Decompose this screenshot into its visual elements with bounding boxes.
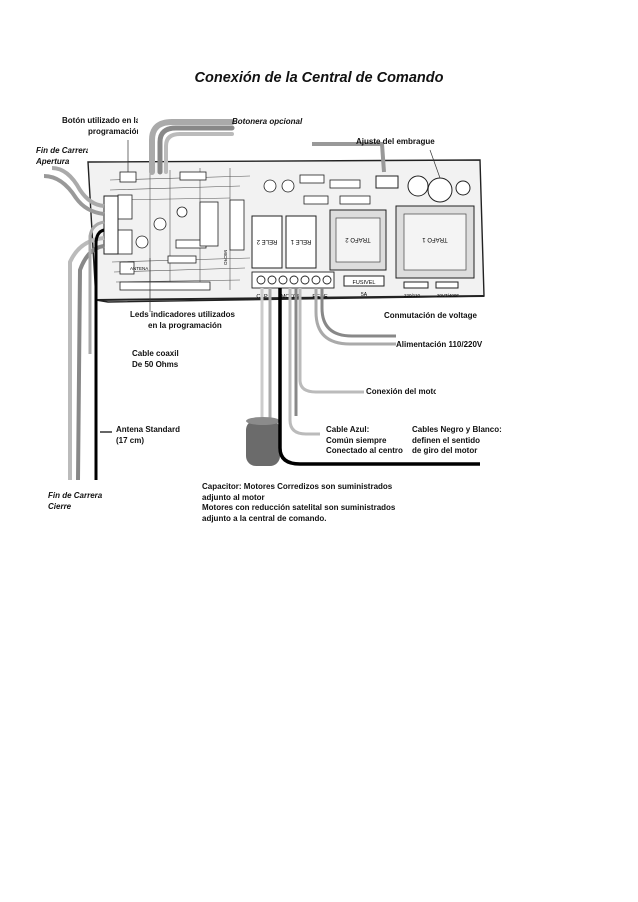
capacitor-line1: Capacitor: Motores Corredizos son sumini…: [202, 482, 393, 491]
circuit-board: RELE 2 RELE 1 TRAFO 2 TRAFO 1 FUSIVEL 5A…: [87, 159, 485, 303]
leds-label-line1: Leds indicadores utilizados: [130, 310, 235, 319]
capacitor-line3: Motores con reducción satelital son sumi…: [202, 503, 396, 512]
boton-label-line2: programación: [88, 126, 138, 136]
capacitor: [246, 288, 280, 466]
antena-label: Antena Standard (17 cm): [116, 425, 180, 446]
antena-connector-label: ANTENA: [130, 266, 148, 271]
cables-negro-line3: de giro del motor: [412, 446, 478, 455]
fin-apertura-line2: Apertura: [36, 156, 70, 166]
fuse-rating: 5A: [361, 292, 368, 298]
antenna-coax-cables: [88, 220, 112, 480]
fin-apertura-label: Fin de Carrera Apertura: [36, 146, 88, 167]
motor-label: Conexión del motor: [366, 387, 436, 396]
page-title: Conexión de la Central de Comando: [194, 70, 444, 86]
fuse-label: FUSIVEL: [353, 280, 376, 286]
trafo-2-label: TRAFO 2: [345, 236, 371, 242]
voltage-selector-left: 220/110: [404, 293, 420, 298]
cable-azul-line1: Cable Azul:: [326, 425, 370, 434]
conmutacion-label: Conmutación de voltage: [384, 311, 477, 320]
fin-cierre-line1: Fin de Carrera: [48, 491, 103, 500]
cables-negro-line1: Cables Negro y Blanco:: [412, 425, 502, 434]
trafo-1-label: TRAFO 1: [422, 236, 448, 242]
alimentacion-label: Alimentación 110/220V: [396, 340, 483, 349]
voltage-selector-right: 20VT/400F: [437, 293, 460, 298]
capacitor-line4: adjunto a la central de comando.: [202, 513, 327, 523]
relay-2-label: RELE 2: [256, 238, 277, 244]
antena-label-line1: Antena Standard: [116, 425, 181, 434]
power-cables: [298, 288, 396, 394]
fin-cierre-line2: Cierre: [48, 501, 72, 511]
capacitor-line2: adjunto al motor: [202, 492, 265, 502]
botonera-label: Botonera opcional: [232, 117, 303, 126]
botonera-cables: [149, 119, 235, 175]
antena-label-line2: (17 cm): [116, 435, 145, 445]
fin-cierre-label: Fin de Carrera Cierre: [48, 491, 106, 512]
terminal-block: [251, 271, 335, 289]
boton-label-line1: Botón utilizado en la: [62, 116, 138, 125]
cable-azul-line3: Conectado al centro: [326, 446, 403, 455]
cable-azul-label: Cable Azul: Común siempre Conectado al c…: [326, 425, 403, 457]
leds-label-line2: en la programación: [148, 320, 222, 330]
leds-label: Leds indicadores utilizados en la progra…: [130, 310, 235, 331]
cables-negro-blanco-label: Cables Negro y Blanco: definen el sentid…: [412, 425, 502, 457]
coaxil-label: Cable coaxil De 50 Ohms: [132, 349, 179, 370]
terminal-rede-label: REDE: [312, 294, 328, 300]
motor-cables: [278, 288, 480, 466]
fin-apertura-line1: Fin de Carrera: [36, 146, 88, 155]
capacitor-label: Capacitor: Motores Corredizos son sumini…: [202, 482, 395, 524]
micro-chip-label: MICRO: [223, 250, 228, 265]
relay-1-label: RELE 1: [290, 238, 311, 244]
embrague-label: Ajuste del embrague: [356, 137, 435, 146]
cables-negro-line2: definen el sentido: [412, 435, 481, 445]
coaxil-label-line1: Cable coaxil: [132, 349, 179, 358]
boton-label: Botón utilizado en la programación: [62, 116, 138, 137]
coaxil-label-line2: De 50 Ohms: [132, 359, 179, 369]
cable-azul-line2: Común siempre: [326, 435, 387, 445]
